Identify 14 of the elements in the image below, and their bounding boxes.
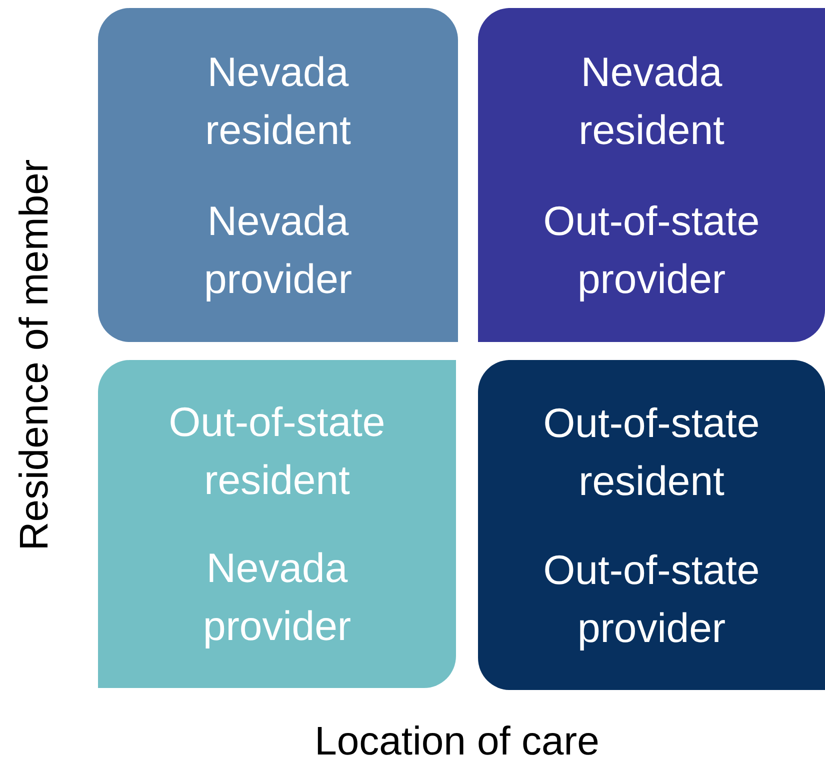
axis-label: Location of care <box>314 720 600 763</box>
quadrant-label: Nevada resident <box>578 48 726 154</box>
quadrant-box <box>478 360 825 690</box>
quadrant-label: Nevada provider <box>202 196 354 304</box>
quadrant-label: Out-of-state resident <box>168 398 386 505</box>
quadrant-box <box>98 8 458 342</box>
quadrant-label: Out-of-state provider <box>542 546 761 652</box>
quadrant-box <box>478 8 825 342</box>
quadrant-box <box>98 360 456 688</box>
quadrant-label: Nevada provider <box>202 544 352 651</box>
quadrant-label: Nevada resident <box>204 48 352 154</box>
quadrant-label: Out-of-state resident <box>542 398 761 506</box>
axis-label: Residence of member <box>12 159 58 551</box>
quadrant-label: Out-of-state provider <box>542 196 761 304</box>
